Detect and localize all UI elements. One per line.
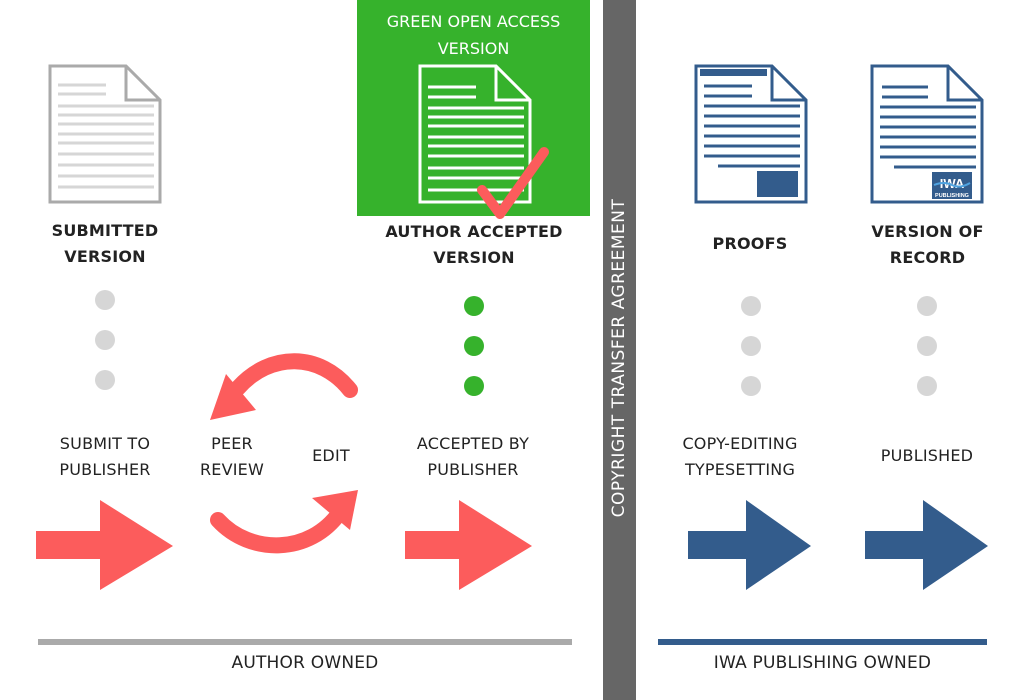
checkmark-icon	[477, 147, 549, 219]
label-line: PUBLISHED	[880, 446, 974, 465]
dot	[741, 296, 761, 316]
dot	[917, 376, 937, 396]
label-line: VERSION OF	[871, 222, 984, 241]
green-open-access-title: GREEN OPEN ACCESS VERSION	[357, 8, 590, 62]
copy-editing-typesetting-label: COPY-EDITING TYPESETTING	[665, 431, 815, 483]
accepted-by-publisher-label: ACCEPTED BY PUBLISHER	[398, 431, 548, 483]
label-line: COPY-EDITING	[682, 434, 798, 453]
dot	[741, 336, 761, 356]
dot	[464, 296, 484, 316]
green-title-line1: GREEN OPEN ACCESS	[386, 12, 561, 31]
submitted-document-icon	[48, 64, 162, 204]
review-cycle-icon	[210, 353, 358, 554]
edit-label: EDIT	[296, 443, 366, 469]
publisher-owned-label: IWA PUBLISHING OWNED	[713, 653, 932, 673]
published-label: PUBLISHED	[862, 443, 992, 469]
label-line: PUBLISHER	[59, 460, 151, 479]
copyright-transfer-label: COPYRIGHT TRANSFER AGREEMENT	[609, 198, 629, 518]
proofs-label: PROOFS	[690, 231, 810, 257]
dot	[917, 336, 937, 356]
label-line: SUBMIT TO	[59, 434, 151, 453]
dot	[95, 330, 115, 350]
author-owned-bar	[38, 639, 572, 645]
author-owned-label: AUTHOR OWNED	[231, 653, 379, 673]
dot	[464, 336, 484, 356]
arrow-right-icon	[865, 500, 988, 590]
accepted-document-icon	[418, 64, 532, 204]
submit-to-publisher-label: SUBMIT TO PUBLISHER	[40, 431, 170, 483]
dot	[917, 296, 937, 316]
copyright-divider	[603, 0, 636, 700]
label-line: VERSION	[433, 248, 515, 267]
label-line: PUBLISHER	[427, 460, 519, 479]
label-line: RECORD	[889, 248, 966, 267]
dot	[95, 370, 115, 390]
dot	[95, 290, 115, 310]
proofs-document-icon	[694, 64, 808, 204]
label-line: PEER	[211, 434, 253, 453]
svg-text:PUBLISHING: PUBLISHING	[935, 193, 969, 199]
submitted-version-label: SUBMITTED VERSION	[30, 218, 180, 270]
publisher-owned-bar	[658, 639, 987, 645]
version-of-record-label: VERSION OF RECORD	[860, 219, 995, 271]
label-line: REVIEW	[199, 460, 265, 479]
iwa-publishing-logo: IWA PUBLISHING	[932, 172, 972, 199]
label-line: EDIT	[312, 446, 350, 465]
green-title-line2: VERSION	[437, 39, 510, 58]
label-line: SUBMITTED	[51, 221, 159, 240]
record-document-icon: IWA PUBLISHING	[870, 64, 984, 204]
label-line: PROOFS	[712, 234, 788, 253]
peer-review-label: PEER REVIEW	[186, 431, 278, 483]
arrow-right-icon	[405, 500, 532, 590]
label-line: AUTHOR ACCEPTED	[385, 222, 563, 241]
arrow-right-icon	[688, 500, 811, 590]
label-line: TYPESETTING	[684, 460, 796, 479]
label-line: VERSION	[64, 247, 146, 266]
arrow-right-icon	[36, 500, 173, 590]
author-accepted-version-label: AUTHOR ACCEPTED VERSION	[360, 219, 588, 271]
dot	[741, 376, 761, 396]
label-line: ACCEPTED BY	[416, 434, 530, 453]
dot	[464, 376, 484, 396]
